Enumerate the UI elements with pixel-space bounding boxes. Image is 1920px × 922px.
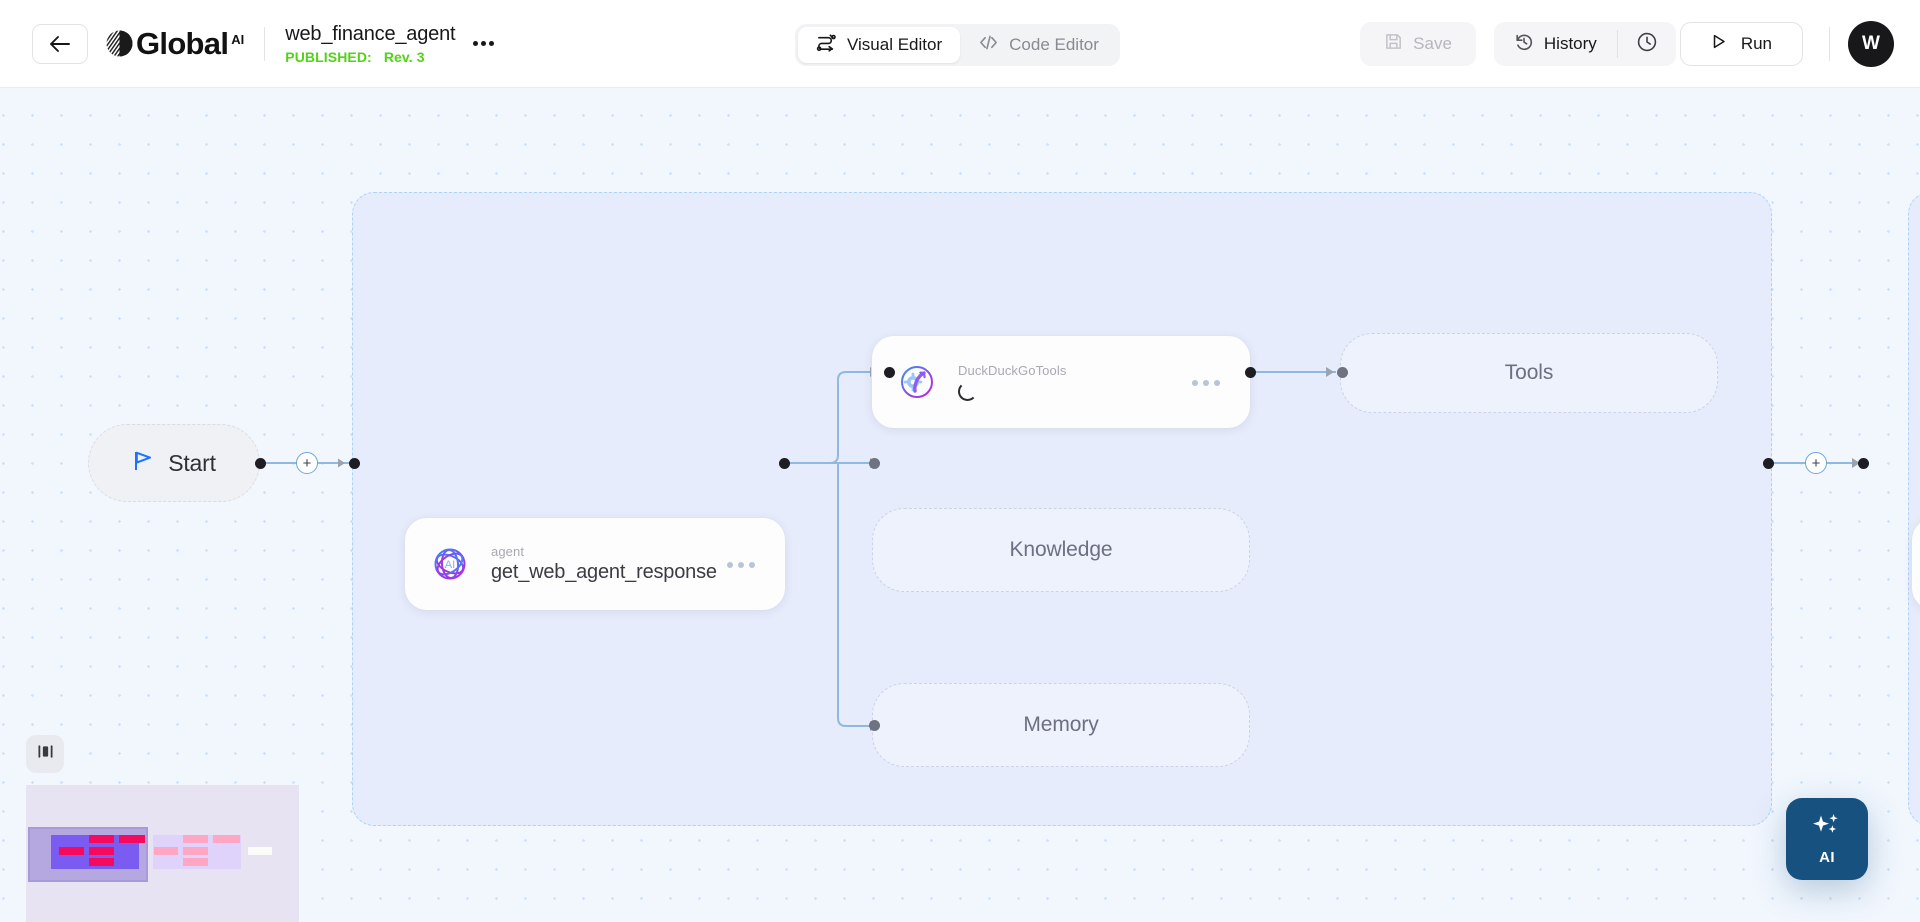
node-start[interactable]: Start — [88, 424, 260, 502]
editor-mode-toggle: Visual Editor Code Editor — [795, 24, 1120, 66]
minimap-shape — [89, 858, 114, 866]
node-slot-knowledge-label: Knowledge — [1009, 538, 1113, 561]
node-slot-tools-label: Tools — [1504, 361, 1554, 384]
minimap-shape — [89, 847, 114, 855]
add-node-button-2[interactable]: + — [1805, 452, 1827, 474]
handle-group2-in[interactable] — [1858, 458, 1869, 469]
node-tool-duckduckgo[interactable]: DuckDuckGoTools — [872, 336, 1250, 428]
ellipsis-icon — [473, 41, 479, 46]
schedule-button[interactable] — [1618, 22, 1676, 66]
handle-group-in[interactable] — [349, 458, 360, 469]
handle-tool-in[interactable] — [884, 367, 895, 378]
action-divider — [1616, 30, 1618, 58]
history-button-label: History — [1543, 34, 1597, 53]
minimap-shape — [248, 847, 272, 855]
history-button[interactable]: History — [1494, 22, 1617, 66]
handle-group-out[interactable] — [1763, 458, 1774, 469]
status-badge: PUBLISHED: Rev. 3 — [285, 49, 455, 65]
brand-superscript: AI — [231, 31, 245, 47]
brand-name: Global — [136, 25, 229, 61]
clock-icon — [1636, 31, 1658, 58]
floppy-disk-icon — [1384, 32, 1403, 56]
minimap[interactable] — [26, 785, 299, 922]
node-slot-knowledge[interactable]: Knowledge — [872, 508, 1250, 592]
handle-start-out[interactable] — [255, 458, 266, 469]
node-agent[interactable]: AI agent get_web_agent_response — [405, 518, 785, 610]
node-agent-2[interactable] — [1912, 518, 1920, 610]
run-button-label: Run — [1740, 34, 1772, 53]
handle-tool-out[interactable] — [1245, 367, 1256, 378]
globalai-mark-icon — [106, 30, 133, 57]
history-rewind-icon — [1514, 32, 1534, 57]
loading-spinner-icon — [958, 382, 977, 401]
tab-visual-editor-label: Visual Editor — [847, 35, 943, 54]
flag-play-icon — [132, 449, 154, 478]
handle-tools-in[interactable] — [1337, 367, 1348, 378]
minimap-shape — [119, 835, 145, 843]
gear-arrow-icon — [894, 359, 940, 405]
node-slot-memory-label: Memory — [1023, 713, 1099, 736]
header-divider — [264, 26, 266, 61]
save-button-label: Save — [1413, 34, 1452, 53]
tab-visual-editor[interactable]: Visual Editor — [798, 27, 961, 63]
svg-text:AI: AI — [445, 559, 455, 571]
node-start-label: Start — [168, 449, 216, 476]
brand-logo[interactable]: Global AI — [106, 26, 244, 62]
avatar[interactable]: W — [1848, 21, 1894, 67]
handle-knowledge-in[interactable] — [869, 458, 880, 469]
app-header: Global AI web_finance_agent PUBLISHED: R… — [0, 0, 1920, 88]
handle-memory-in[interactable] — [869, 720, 880, 731]
node-agent-kind: agent — [491, 544, 525, 559]
workflow-canvas[interactable]: Start + — [0, 88, 1920, 922]
agent-group-container-2[interactable] — [1908, 192, 1920, 826]
page-title: web_finance_agent — [285, 22, 456, 45]
minimap-shape — [59, 847, 84, 855]
tab-code-editor[interactable]: Code Editor — [960, 27, 1117, 63]
save-button[interactable]: Save — [1360, 22, 1476, 66]
status-label: PUBLISHED: — [285, 48, 372, 65]
node-slot-memory[interactable]: Memory — [872, 683, 1250, 767]
header-actions: Save History — [1360, 0, 1920, 88]
run-button[interactable]: Run — [1679, 22, 1803, 66]
tab-code-editor-label: Code Editor — [1009, 35, 1099, 54]
code-brackets-icon — [978, 32, 999, 58]
node-slot-tools[interactable]: Tools — [1340, 333, 1718, 413]
sparkles-icon — [1810, 812, 1844, 847]
node-tool-menu-button[interactable] — [1192, 380, 1220, 386]
ai-assistant-button[interactable]: AI — [1786, 798, 1868, 880]
header-end-divider — [1829, 27, 1830, 61]
ellipsis-icon — [727, 562, 733, 568]
minimap-shape — [154, 847, 178, 855]
back-button[interactable] — [32, 23, 88, 64]
workflow-more-menu-button[interactable] — [473, 41, 495, 46]
flow-route-icon — [816, 32, 837, 58]
minimap-shape — [213, 835, 240, 843]
history-run-group: History — [1493, 22, 1676, 66]
revision-label: Rev. 3 — [383, 48, 425, 65]
ellipsis-icon — [1192, 380, 1198, 386]
handle-agent-out[interactable] — [779, 458, 790, 469]
minimap-shape — [183, 835, 208, 843]
node-agent-menu-button[interactable] — [727, 562, 755, 568]
workflow-title-block: web_finance_agent PUBLISHED: Rev. 3 — [285, 23, 455, 65]
panel-layout-icon — [36, 742, 55, 766]
minimap-shape — [183, 858, 208, 866]
ai-assistant-label: AI — [1819, 849, 1835, 866]
node-tool-kind: DuckDuckGoTools — [958, 363, 1067, 378]
node-agent-name: get_web_agent_response — [491, 561, 717, 583]
add-node-button-1[interactable]: + — [296, 452, 318, 474]
minimap-shape — [89, 835, 114, 843]
minimap-shape — [183, 847, 208, 855]
arrow-left-icon — [49, 35, 71, 53]
ai-swirl-icon: AI — [427, 541, 473, 587]
play-triangle-icon — [1711, 33, 1727, 55]
minimap-toggle-button[interactable] — [26, 735, 64, 773]
